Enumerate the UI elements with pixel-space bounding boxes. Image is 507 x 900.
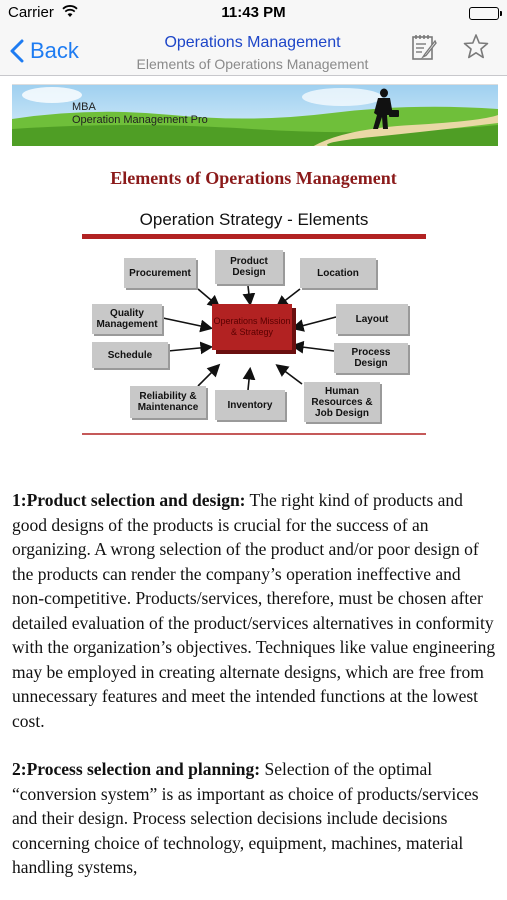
wifi-icon [62, 4, 78, 23]
diagram-center-mission: Operations Mission & Strategy [212, 304, 292, 350]
article-content[interactable]: MBA Operation Management Pro Elements of… [0, 76, 507, 900]
status-bar: Carrier 11:43 PM [0, 0, 507, 26]
element-inventory: Inventory [215, 390, 285, 420]
edit-note-button[interactable] [410, 32, 438, 62]
element-human-resources: Human Resources & Job Design [304, 382, 380, 422]
navigation-bar: Back Operations Management Elements of O… [0, 26, 507, 76]
element-procurement: Procurement [124, 258, 196, 288]
favorite-button[interactable] [462, 32, 490, 62]
section-process-selection: 2:Process selection and planning: Select… [12, 757, 496, 880]
element-reliability-maintenance: Reliability & Maintenance [130, 386, 206, 418]
back-button-label: Back [30, 38, 79, 63]
section-heading: 2:Process selection and planning: [12, 759, 261, 779]
star-icon [463, 34, 489, 59]
banner-landscape-image [12, 85, 498, 146]
element-schedule: Schedule [92, 342, 168, 368]
clock: 11:43 PM [221, 4, 286, 21]
diagram-title: Operation Strategy - Elements [139, 210, 369, 229]
operations-strategy-diagram: Operation Strategy - Elements Procuremen… [78, 206, 430, 442]
app-banner: MBA Operation Management Pro [12, 84, 498, 146]
banner-line-2: Operation Management Pro [72, 114, 208, 126]
back-button[interactable]: Back [10, 34, 79, 68]
element-product-design: Product Design [215, 250, 283, 284]
banner-line-1: MBA [72, 101, 96, 113]
page-title: Operations Management [164, 34, 341, 51]
article-body: 1:Product selection and design: The righ… [12, 488, 496, 900]
element-location: Location [300, 258, 376, 288]
article-title: Elements of Operations Management [110, 168, 397, 188]
element-process-design: Process Design [334, 343, 408, 373]
section-text: Selection of the optimal “conversion sys… [12, 759, 479, 877]
diagram-connectors [82, 234, 426, 435]
back-chevron-icon [10, 39, 24, 63]
title-underline [82, 234, 426, 239]
element-quality-management: Quality Management [92, 304, 162, 334]
carrier-label: Carrier [8, 4, 54, 21]
section-text: The right kind of products and good desi… [12, 490, 496, 731]
section-heading: 1:Product selection and design: [12, 490, 246, 510]
edit-note-icon [412, 35, 437, 60]
section-product-selection: 1:Product selection and design: The righ… [12, 488, 496, 733]
element-layout: Layout [336, 304, 408, 334]
page-subtitle: Elements of Operations Management [136, 56, 369, 72]
battery-icon [469, 7, 502, 20]
